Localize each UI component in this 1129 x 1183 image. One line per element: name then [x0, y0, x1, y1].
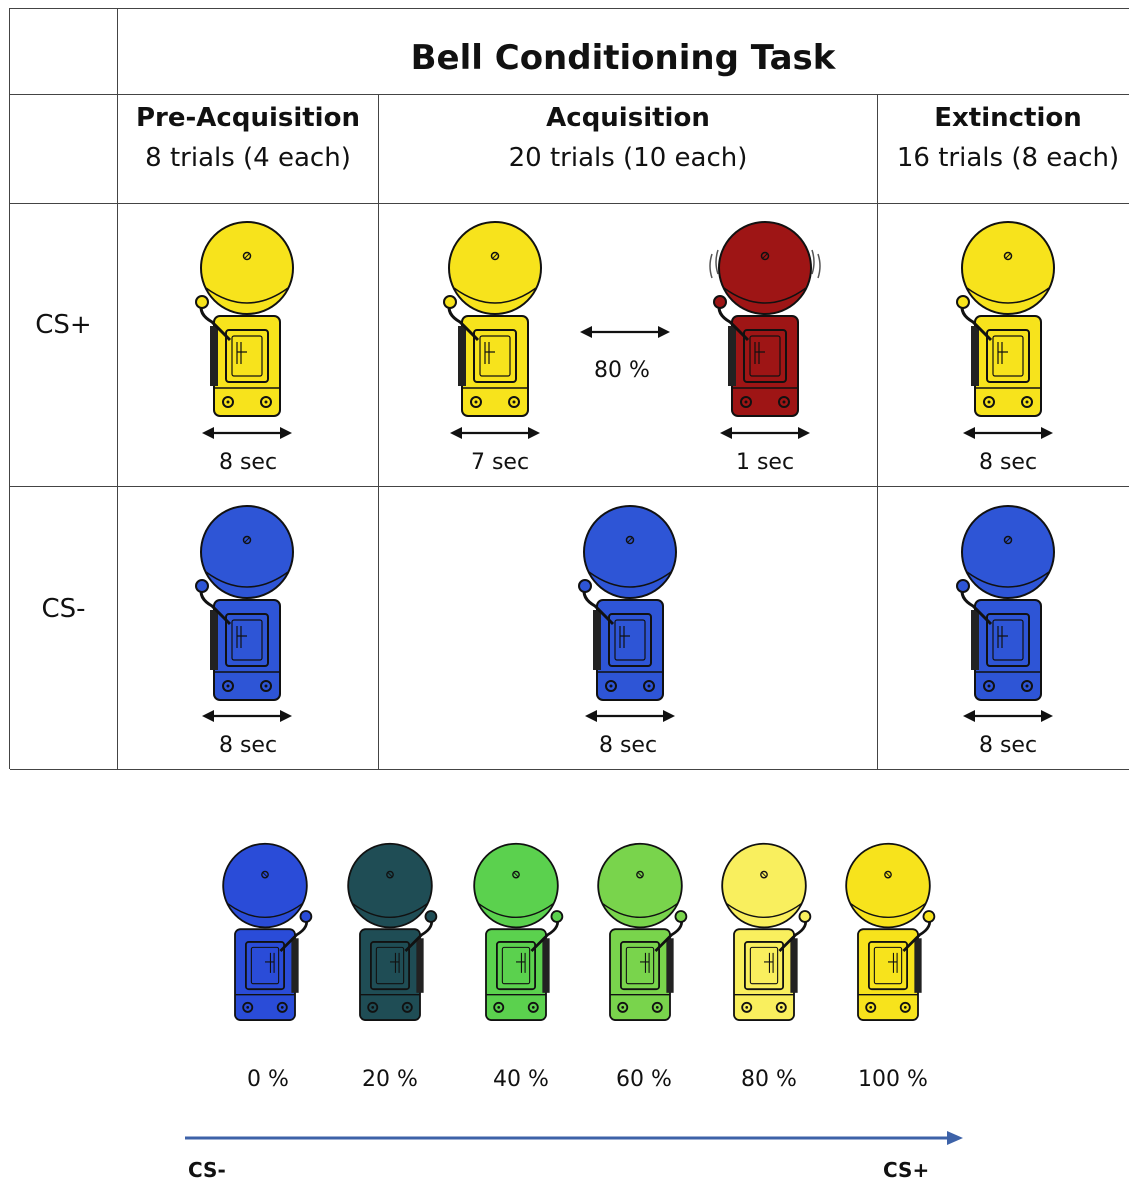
- phase-name: Extinction: [934, 103, 1082, 133]
- table-row-divider: [10, 486, 1129, 487]
- phase-trials: 8 trials (4 each): [145, 143, 351, 173]
- double-arrow-icon: [200, 708, 294, 724]
- gradient-percent-label: 100 %: [858, 1067, 928, 1092]
- task-title: Bell Conditioning Task: [410, 38, 836, 78]
- duration-label: 8 sec: [978, 450, 1038, 475]
- gradient-percent-label: 80 %: [741, 1067, 797, 1092]
- row-label-cs-minus: CS-: [41, 594, 86, 624]
- table-phase-divider: [10, 203, 1129, 204]
- phase-header-extinction: Extinction 16 trials (8 each): [878, 98, 1129, 178]
- table-label-column-divider: [117, 8, 118, 769]
- double-arrow-icon: [578, 324, 672, 340]
- gradient-percent-label: 20 %: [362, 1067, 418, 1092]
- phase-trials: 16 trials (8 each): [896, 143, 1120, 173]
- gradient-percent-label: 60 %: [616, 1067, 672, 1092]
- duration-label: 8 sec: [598, 733, 658, 758]
- bell-icon-cs-plus-acq: [442, 220, 543, 418]
- table-top-left-border: [10, 8, 117, 9]
- phase-trials: 20 trials (10 each): [508, 143, 748, 173]
- duration-label: 7 sec: [470, 450, 530, 475]
- table-left-border: [9, 8, 10, 769]
- bell-icon-gradient-40: [466, 840, 566, 1022]
- phase-name: Acquisition: [546, 103, 710, 133]
- row-label-cs-plus: CS+: [35, 310, 92, 340]
- double-arrow-icon: [583, 708, 677, 724]
- duration-label: 8 sec: [218, 450, 278, 475]
- duration-label: 8 sec: [218, 733, 278, 758]
- bell-icon-gradient-20: [340, 840, 440, 1022]
- table-top-border: [117, 8, 1129, 9]
- duration-label: 8 sec: [978, 733, 1038, 758]
- axis-label-end: CS+: [883, 1158, 930, 1182]
- bell-icon-gradient-0: [215, 840, 315, 1022]
- probability-label: 80 %: [594, 358, 650, 383]
- double-arrow-icon: [961, 425, 1055, 441]
- bell-icon-gradient-80: [714, 840, 814, 1022]
- table-bottom-border: [10, 769, 1129, 770]
- table-header-divider: [10, 94, 1129, 95]
- bell-icon-cs-plus-pre: [194, 220, 295, 418]
- table-column-divider-2: [877, 94, 878, 769]
- double-arrow-icon: [718, 425, 812, 441]
- double-arrow-icon: [448, 425, 542, 441]
- bell-icon-us-ringing: [709, 220, 821, 418]
- bell-icon-cs-minus-ext: [955, 504, 1056, 702]
- phase-header-acquisition: Acquisition 20 trials (10 each): [379, 98, 877, 178]
- axis-label-start: CS-: [188, 1158, 226, 1182]
- double-arrow-icon: [200, 425, 294, 441]
- bell-icon-gradient-100: [838, 840, 938, 1022]
- double-arrow-icon: [961, 708, 1055, 724]
- bell-icon-cs-minus-acq: [577, 504, 678, 702]
- phase-name: Pre-Acquisition: [136, 103, 360, 133]
- phase-header-pre-acquisition: Pre-Acquisition 8 trials (4 each): [118, 98, 378, 178]
- table-column-divider-1: [378, 94, 379, 769]
- gradient-axis-arrow: [185, 1131, 963, 1145]
- bell-icon-cs-plus-ext: [955, 220, 1056, 418]
- gradient-percent-label: 40 %: [493, 1067, 549, 1092]
- bell-icon-cs-minus-pre: [194, 504, 295, 702]
- duration-label: 1 sec: [735, 450, 795, 475]
- gradient-percent-label: 0 %: [247, 1067, 289, 1092]
- bell-icon-gradient-60: [590, 840, 690, 1022]
